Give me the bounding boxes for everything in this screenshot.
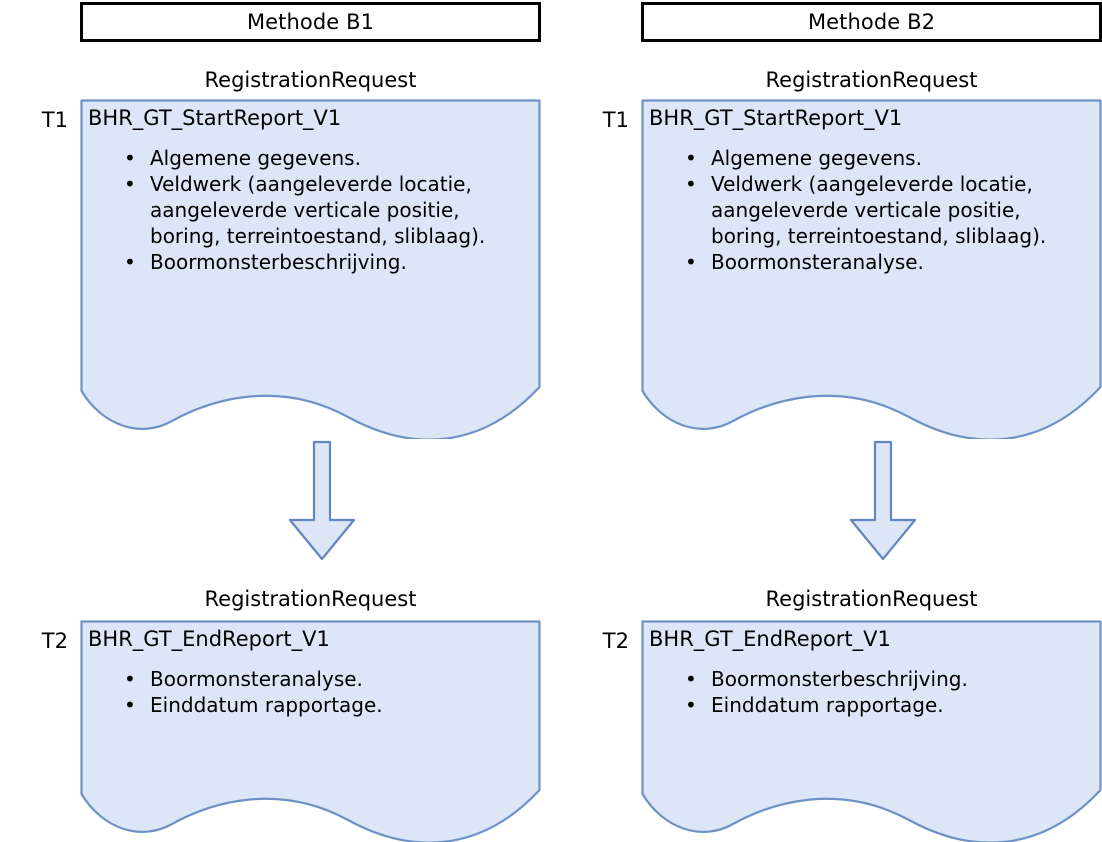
list-item-label: Einddatum rapportage. [150,692,383,717]
document-bullet-list-t2: • Boormonsteranalyse. • Einddatum rappor… [88,666,527,718]
document-shape-t2: BHR_GT_EndReport_V1 • Boormonsteranalyse… [80,620,541,842]
bullet-icon: • [685,145,697,170]
document-title-t2: BHR_GT_EndReport_V1 [649,627,891,651]
bullet-icon: • [685,171,697,196]
document-bullet-list-t1: • Algemene gegevens. • Veldwerk (aangele… [649,145,1088,275]
list-item: • Algemene gegevens. [685,145,1088,171]
list-item: • Boormonsterbeschrijving. [124,249,527,275]
list-item-label: Boormonsteranalyse. [150,666,363,691]
bullet-icon: • [124,249,136,274]
document-shape-t2: BHR_GT_EndReport_V1 • Boormonsterbeschri… [641,620,1102,842]
bullet-icon: • [685,249,697,274]
time-label-t1: T1 [602,108,629,132]
method-header-label: Methode B1 [246,9,375,34]
list-item-label: Algemene gegevens. [711,145,922,170]
method-header-b1: Methode B1 [80,2,541,42]
bullet-icon: • [685,692,697,717]
time-label-t1: T1 [41,108,68,132]
flow-arrow-down-icon [287,440,357,562]
method-header-label: Methode B2 [807,9,936,34]
list-item: • Einddatum rapportage. [685,692,1088,718]
list-item-label: Veldwerk (aangeleverde locatie, aangelev… [150,171,486,248]
document-title-t1: BHR_GT_StartReport_V1 [88,106,342,130]
list-item-label: Veldwerk (aangeleverde locatie, aangelev… [711,171,1047,248]
bullet-icon: • [124,145,136,170]
document-title-t2: BHR_GT_EndReport_V1 [88,627,330,651]
document-wave-outline-icon [641,99,1102,439]
list-item-label: Algemene gegevens. [150,145,361,170]
column-methode-b1: Methode B1 RegistrationRequest T1 BHR_GT… [42,0,541,842]
list-item: • Algemene gegevens. [124,145,527,171]
document-title-t1: BHR_GT_StartReport_V1 [649,106,903,130]
document-content-t1: BHR_GT_StartReport_V1 • Algemene gegeven… [641,99,1102,275]
document-content-t1: BHR_GT_StartReport_V1 • Algemene gegeven… [80,99,541,275]
list-item: • Boormonsterbeschrijving. [685,666,1088,692]
document-caption-t1: RegistrationRequest [765,68,978,92]
list-item: • Veldwerk (aangeleverde locatie, aangel… [124,171,527,249]
column-methode-b2: Methode B2 RegistrationRequest T1 BHR_GT… [603,0,1102,842]
document-wave-outline-icon [80,99,541,439]
list-item-label: Boormonsteranalyse. [711,249,924,274]
flow-arrow-down-icon [848,440,918,562]
time-label-t2: T2 [41,629,68,653]
document-shape-t1: BHR_GT_StartReport_V1 • Algemene gegeven… [80,99,541,439]
bullet-icon: • [124,171,136,196]
list-item-label: Boormonsterbeschrijving. [150,249,407,274]
document-shape-t1: BHR_GT_StartReport_V1 • Algemene gegeven… [641,99,1102,439]
list-item: • Boormonsteranalyse. [685,249,1088,275]
document-wave-outline-icon [80,620,541,842]
list-item-label: Einddatum rapportage. [711,692,944,717]
document-bullet-list-t2: • Boormonsterbeschrijving. • Einddatum r… [649,666,1088,718]
document-caption-t2: RegistrationRequest [765,587,978,611]
document-content-t2: BHR_GT_EndReport_V1 • Boormonsteranalyse… [80,620,541,718]
bullet-icon: • [124,692,136,717]
method-header-b2: Methode B2 [641,2,1102,42]
list-item: • Boormonsteranalyse. [124,666,527,692]
document-content-t2: BHR_GT_EndReport_V1 • Boormonsterbeschri… [641,620,1102,718]
document-caption-t2: RegistrationRequest [204,587,417,611]
bullet-icon: • [124,666,136,691]
list-item: • Einddatum rapportage. [124,692,527,718]
document-bullet-list-t1: • Algemene gegevens. • Veldwerk (aangele… [88,145,527,275]
document-wave-outline-icon [641,620,1102,842]
list-item-label: Boormonsterbeschrijving. [711,666,968,691]
list-item: • Veldwerk (aangeleverde locatie, aangel… [685,171,1088,249]
bullet-icon: • [685,666,697,691]
document-caption-t1: RegistrationRequest [204,68,417,92]
time-label-t2: T2 [602,629,629,653]
